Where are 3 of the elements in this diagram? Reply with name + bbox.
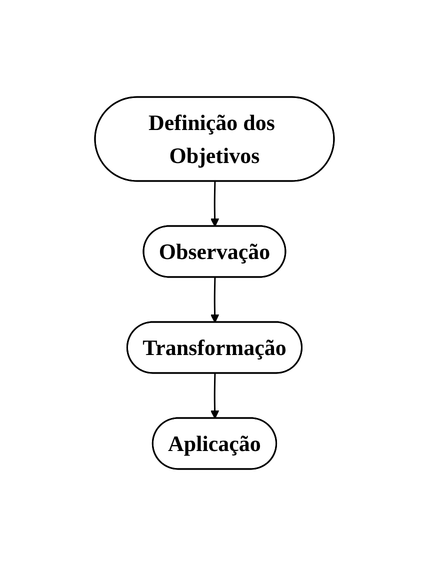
arrow [210, 276, 219, 322]
arrow [210, 180, 219, 226]
arrow [210, 372, 219, 418]
